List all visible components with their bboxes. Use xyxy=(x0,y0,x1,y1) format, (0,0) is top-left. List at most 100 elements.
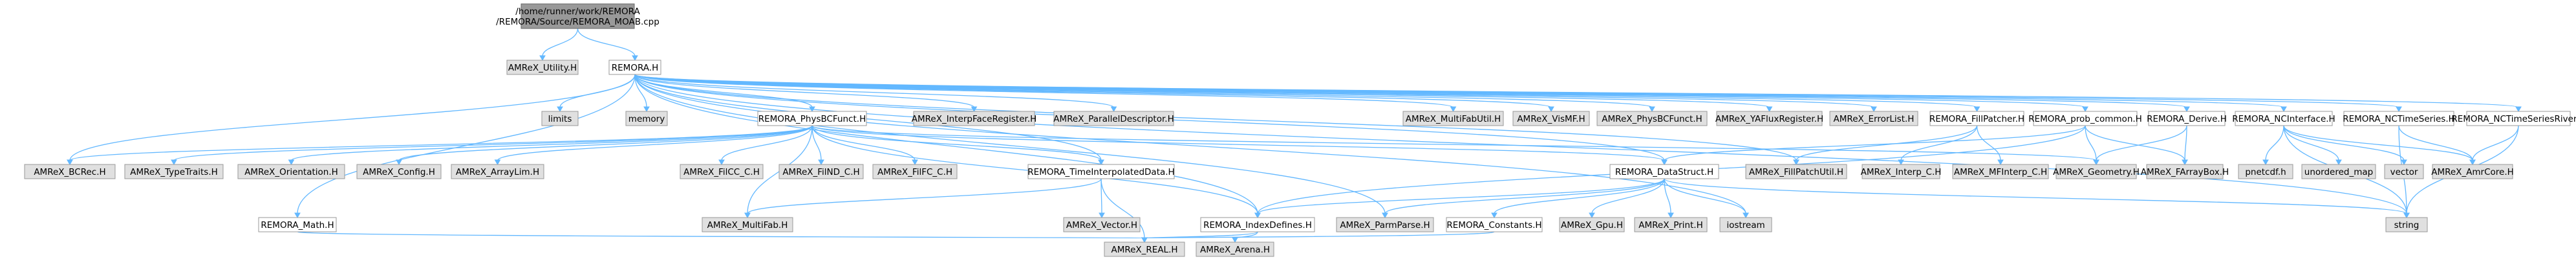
node-label: vector xyxy=(2390,167,2418,177)
edge-remora_h-to-indexdefines xyxy=(634,74,1258,214)
node-amrex_physbcfunct: AMReX_PhysBCFunct.H xyxy=(1596,111,1708,126)
edge-arrowhead xyxy=(2469,159,2476,166)
node-box xyxy=(2466,111,2571,126)
node-label: REMORA_Derive.H xyxy=(2147,114,2227,124)
node-datastruct[interactable]: REMORA_DataStruct.H xyxy=(1609,164,1719,179)
node-box xyxy=(506,60,579,75)
node-box xyxy=(2432,164,2513,179)
edge-remora_h-to-timeinterpolated xyxy=(634,74,1102,161)
node-multifabutil: AMReX_MultiFabUtil.H xyxy=(1402,111,1504,126)
node-label: AMReX_MultiFabUtil.H xyxy=(1406,114,1501,124)
node-nctimeseries[interactable]: REMORA_NCTimeSeries.H xyxy=(2343,111,2455,126)
node-filnd: AMReX_FilND_C.H xyxy=(778,164,864,179)
edge-physbcfunct-to-config xyxy=(398,125,813,161)
node-label: AMReX_ErrorList.H xyxy=(1834,114,1915,124)
edge-arrowhead xyxy=(2335,159,2342,166)
node-label: AMReX_FillPatchUtil.H xyxy=(1749,167,1843,177)
edge-remora_h-to-fillpatchutil xyxy=(634,74,1797,161)
edge-arrowhead xyxy=(1254,212,1261,219)
edge-arrowhead xyxy=(67,159,73,166)
node-timeinterpolated[interactable]: REMORA_TimeInterpolatedData.H xyxy=(1027,164,1175,179)
edges-layer xyxy=(67,28,2522,243)
edge-arrowhead xyxy=(1548,106,1554,113)
edge-timeinterpolated-to-multifab xyxy=(747,178,1102,214)
node-box xyxy=(2055,164,2137,179)
edge-physbcfunct-to-geometry xyxy=(811,125,2097,161)
edge-remora_h-to-memory xyxy=(634,74,647,108)
node-box xyxy=(1104,242,1185,257)
node-label: REMORA_Math.H xyxy=(261,220,334,231)
node-label: REMORA_Constants.H xyxy=(1446,220,1541,231)
node-interp_c: AMReX_Interp_C.H xyxy=(1861,164,1941,179)
edge-arrowhead xyxy=(2403,212,2410,219)
node-label: AMReX_BCRec.H xyxy=(34,167,105,177)
edge-ncinterface-to-amrcore xyxy=(2283,125,2473,161)
edge-ncinterface-to-pnetcdf xyxy=(2265,125,2284,161)
node-label: REMORA_TimeInterpolatedData.H xyxy=(1027,167,1174,177)
node-physbcfunct[interactable]: REMORA_PhysBCFunct.H xyxy=(757,111,867,126)
node-box xyxy=(521,3,635,29)
node-label: AMReX_VisMF.H xyxy=(1517,114,1585,124)
node-label: AMReX_Geometry.H xyxy=(2053,167,2140,177)
node-math[interactable]: REMORA_Math.H xyxy=(258,217,337,232)
edge-arrowhead xyxy=(1973,106,1980,113)
node-fillpatcher[interactable]: REMORA_FillPatcher.H xyxy=(1929,111,2024,126)
node-box xyxy=(1063,217,1141,232)
node-nctimeseriesriver[interactable]: REMORA_NCTimeSeriesRiver.H xyxy=(2451,111,2576,126)
edge-arrowhead xyxy=(2082,106,2088,113)
node-unordered_map: unordered_map xyxy=(2301,164,2376,179)
node-label: REMORA.H xyxy=(612,63,658,73)
edge-arrowhead xyxy=(1141,237,1148,243)
edge-arrowhead xyxy=(294,212,301,219)
node-box xyxy=(1609,164,1719,179)
node-label: AMReX_ArrayLim.H xyxy=(456,167,539,177)
node-indexdefines[interactable]: REMORA_IndexDefines.H xyxy=(1200,217,1315,232)
node-box xyxy=(2385,217,2428,232)
node-prob_common[interactable]: REMORA_prob_common.H xyxy=(2028,111,2142,126)
node-derive[interactable]: REMORA_Derive.H xyxy=(2147,111,2227,126)
node-box xyxy=(1745,164,1847,179)
node-box xyxy=(1402,111,1504,126)
edge-arrowhead xyxy=(1743,212,1749,219)
edge-datastruct-to-constants xyxy=(1494,178,1665,214)
node-box xyxy=(1512,111,1590,126)
edge-remora_h-to-vismf xyxy=(634,74,1552,108)
node-filfc: AMReX_FilFC_C.H xyxy=(872,164,958,179)
node-box xyxy=(1196,242,1274,257)
edge-datastruct-to-indexdefines xyxy=(1257,178,1665,214)
node-box xyxy=(1596,111,1708,126)
edge-remora_h-to-interfaceregister xyxy=(634,74,975,108)
edge-constants-to-real xyxy=(1144,231,1495,239)
node-label: AMReX_Vector.H xyxy=(1066,220,1137,231)
edge-datastruct-to-parmparse xyxy=(1384,178,1665,214)
node-geometry: AMReX_Geometry.H xyxy=(2053,164,2140,179)
edge-arrowhead xyxy=(912,159,918,166)
node-constants[interactable]: REMORA_Constants.H xyxy=(1446,217,1543,232)
node-remora_h[interactable]: REMORA.H xyxy=(608,60,661,75)
node-box xyxy=(2235,111,2333,126)
node-label: REMORA_DataStruct.H xyxy=(1615,167,1713,177)
edge-remora_h-to-bcrec xyxy=(69,74,636,161)
edge-arrowhead xyxy=(1649,106,1655,113)
edge-arrowhead xyxy=(744,212,751,219)
edge-arrowhead xyxy=(1997,159,2004,166)
edge-arrowhead xyxy=(643,106,650,113)
node-box xyxy=(1446,217,1543,232)
edge-arrowhead xyxy=(2515,106,2522,113)
edge-root-to-amrex_utility xyxy=(542,28,579,57)
edge-root-to-remora_h xyxy=(577,28,636,57)
node-box xyxy=(1336,217,1434,232)
node-box xyxy=(757,111,867,126)
edge-math-to-real xyxy=(297,231,1145,239)
node-label: REMORA_IndexDefines.H xyxy=(1203,220,1312,231)
edge-arrowhead xyxy=(1661,159,1668,166)
node-label: string xyxy=(2394,220,2420,231)
node-box xyxy=(2146,164,2224,179)
node-print: AMReX_Print.H xyxy=(1634,217,1708,232)
edge-arrowhead xyxy=(1668,212,1674,219)
node-root[interactable]: /home/runner/work/REMORA/REMORA/Source/R… xyxy=(496,3,660,29)
node-limits: limits xyxy=(541,111,579,126)
edge-timeinterpolated-to-real xyxy=(1100,178,1145,239)
node-ncinterface[interactable]: REMORA_NCInterface.H xyxy=(2232,111,2335,126)
